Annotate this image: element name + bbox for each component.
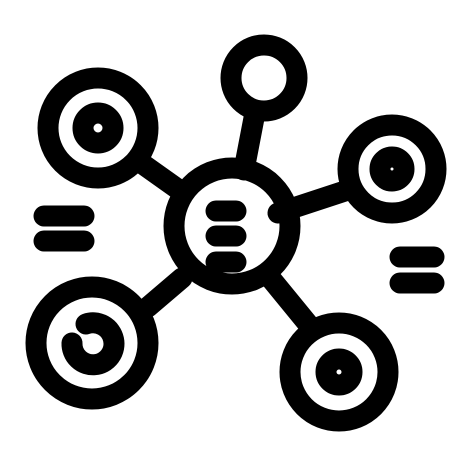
central-node-ring [163, 157, 301, 295]
top-left-node-outer-ring [37, 67, 159, 189]
right-node-outer-ring [337, 114, 447, 224]
right-node-inner-ring [369, 146, 415, 192]
connector-line-bottom-right [261, 269, 319, 335]
bottom-left-node-ring [25, 276, 159, 410]
bottom-left-node-inner-arc [61, 312, 125, 376]
connector-line-bottom-left [137, 267, 193, 318]
top-left-node-inner-ring [72, 102, 124, 154]
top-node-ring [220, 34, 308, 122]
bottom-right-node-outer-ring [279, 312, 399, 432]
bottom-right-node-inner-ring [315, 348, 363, 396]
